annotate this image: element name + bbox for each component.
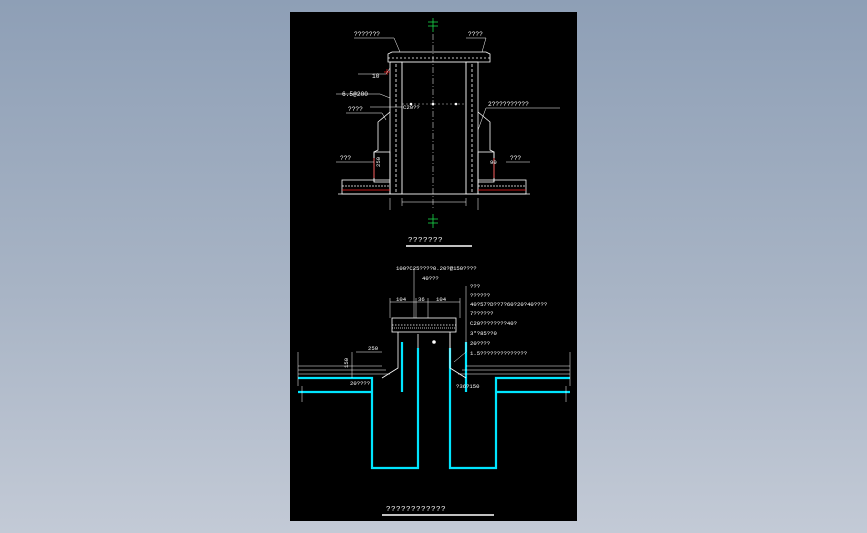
callout-4: ?????? bbox=[470, 292, 490, 299]
shaft-wall-right bbox=[465, 61, 495, 195]
callout-1: 100?C25????0.20?@150???? bbox=[396, 265, 477, 272]
axis-marker-top bbox=[428, 18, 438, 32]
concrete-label: C20?? bbox=[403, 104, 420, 111]
dim-10-label: 10 bbox=[372, 73, 380, 80]
callout-5: 40?57?D??7?60?20?40???? bbox=[470, 301, 547, 308]
bottom-detail: 100?C25????0.20?@150???? 40??? ??? ?????… bbox=[297, 265, 571, 516]
left-note-label: ???? bbox=[348, 106, 363, 113]
dim-150: 150 bbox=[343, 357, 350, 368]
left-floor-label: ??? bbox=[340, 155, 351, 162]
slope-label: ?36?150 bbox=[456, 383, 480, 390]
right-floor-label: ??? bbox=[510, 155, 521, 162]
cap-right-label: ???? bbox=[468, 31, 483, 38]
callout-2: 40??? bbox=[422, 275, 439, 282]
waterproof-walls bbox=[298, 342, 570, 470]
dim-36: 36 bbox=[418, 296, 425, 303]
left-dimension bbox=[351, 351, 382, 378]
dim-104-left: 104 bbox=[396, 296, 407, 303]
callout-3: ??? bbox=[470, 283, 480, 290]
leader-lines-top bbox=[336, 37, 560, 163]
cap-slab bbox=[387, 51, 491, 63]
callout-9: 20???? bbox=[470, 340, 490, 347]
callout-6: 7?????? bbox=[470, 310, 494, 317]
callout-leader bbox=[413, 268, 467, 363]
edge-markers bbox=[297, 352, 571, 402]
shaft-wall-left bbox=[373, 61, 403, 195]
shaft-opening bbox=[401, 61, 467, 195]
top-detail-title: ??????? bbox=[408, 237, 443, 245]
dim-90-label: 90 bbox=[490, 159, 497, 166]
curb-walls bbox=[381, 332, 467, 379]
joint-mark bbox=[432, 340, 436, 344]
width-dimension bbox=[389, 198, 479, 210]
drawing-sheet: ??????? ???? 10 6.5@200 C20?? ???? 2????… bbox=[290, 12, 577, 521]
top-dimension-chain bbox=[389, 298, 461, 318]
slab-layers bbox=[298, 365, 570, 375]
top-detail: ??????? ???? 10 6.5@200 C20?? ???? 2????… bbox=[336, 18, 560, 247]
callout-8: 3*?85??0 bbox=[470, 330, 497, 337]
bottom-note: 20???? bbox=[350, 380, 370, 387]
right-note-label: 2?????????? bbox=[488, 101, 529, 108]
cad-drawing: ??????? ???? 10 6.5@200 C20?? ???? 2????… bbox=[297, 18, 571, 516]
dimension-marks bbox=[373, 69, 495, 178]
dim-104-right: 104 bbox=[436, 296, 447, 303]
rebar-label: 6.5@200 bbox=[342, 91, 368, 98]
cap-left-label: ??????? bbox=[354, 31, 380, 38]
callout-7: C20????????40? bbox=[470, 320, 517, 327]
axis-marker-bottom bbox=[428, 214, 438, 228]
curb-block bbox=[391, 317, 457, 333]
bottom-detail-title: ???????????? bbox=[386, 506, 446, 514]
callout-10: 1.5?????????????? bbox=[470, 350, 527, 357]
dim-250-label: 250 bbox=[375, 156, 382, 167]
dim-250: 250 bbox=[368, 345, 379, 352]
